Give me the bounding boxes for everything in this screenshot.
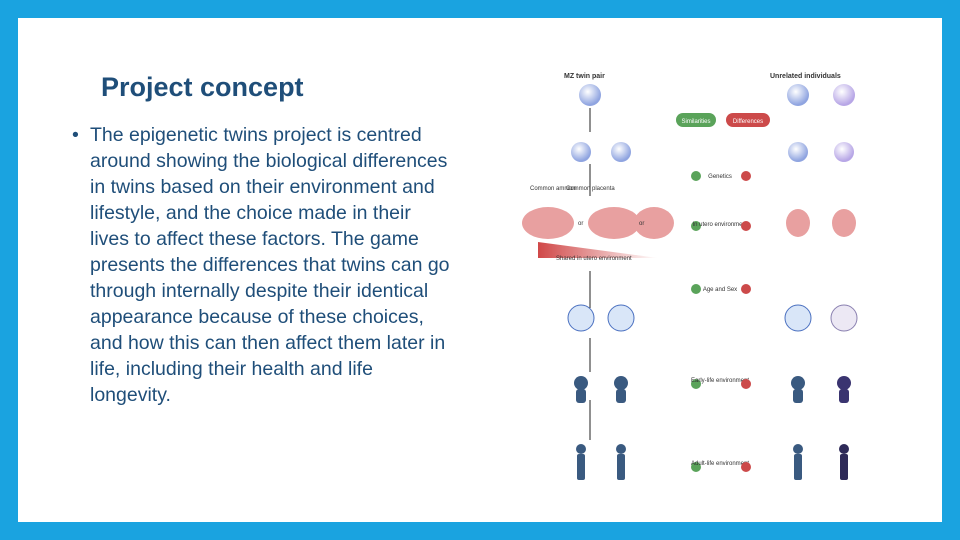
baby-twin-2 bbox=[607, 304, 635, 332]
differences-pill bbox=[726, 113, 770, 127]
genetics-similar-dot bbox=[691, 171, 701, 181]
or-label-1: or bbox=[578, 221, 583, 227]
bullet-paragraph: • The epigenetic twins project is centre… bbox=[72, 122, 452, 408]
adult-silhouettes bbox=[576, 444, 849, 480]
adult-life-different-dot bbox=[741, 462, 751, 472]
genetics-label: Genetics bbox=[708, 174, 732, 180]
child-silhouettes bbox=[574, 376, 851, 403]
zygote-cell bbox=[579, 84, 601, 106]
twins-diagram-figure: MZ twin pair Unrelated individuals Simil… bbox=[508, 46, 860, 494]
unrelated-cell-1 bbox=[787, 84, 809, 106]
embryo-shared-2 bbox=[588, 207, 640, 239]
unrelated-cell-3 bbox=[788, 142, 808, 162]
adult-life-label: Adult-life environment bbox=[691, 461, 749, 467]
similarities-label: Similarities bbox=[681, 119, 710, 125]
unrelated-embryo-1 bbox=[786, 209, 810, 237]
early-life-similar-dot bbox=[691, 379, 701, 389]
shared-environment-wedge bbox=[538, 242, 658, 258]
baby-twin-1 bbox=[567, 304, 595, 332]
baby-unrelated-1 bbox=[784, 304, 812, 332]
age-sex-similar-dot bbox=[691, 284, 701, 294]
early-life-label: Early-life environment bbox=[691, 378, 749, 384]
early-life-different-dot bbox=[741, 379, 751, 389]
embryo-shared-1 bbox=[522, 207, 574, 239]
or-label-2: or bbox=[639, 221, 644, 227]
common-amnion-label: Common amnion bbox=[530, 186, 576, 192]
shared-env-label: Shared in utero environment bbox=[556, 256, 632, 262]
unrelated-label: Unrelated individuals bbox=[770, 73, 841, 80]
bullet-text: The epigenetic twins project is centred … bbox=[90, 124, 450, 406]
slide-title: Project concept bbox=[101, 72, 304, 102]
age-sex-label: Age and Sex bbox=[703, 287, 737, 293]
differences-label: Differences bbox=[733, 119, 763, 125]
in-utero-label: In utero environment bbox=[692, 222, 747, 228]
twin-cell-1 bbox=[571, 142, 591, 162]
slide: Project concept • The epigenetic twins p… bbox=[18, 18, 942, 522]
unrelated-cell-4 bbox=[834, 142, 854, 162]
mz-twin-label: MZ twin pair bbox=[564, 73, 605, 80]
similarities-pill bbox=[676, 113, 716, 127]
baby-unrelated-2 bbox=[830, 304, 858, 332]
genetics-different-dot bbox=[741, 171, 751, 181]
age-sex-different-dot bbox=[741, 284, 751, 294]
in-utero-similar-dot bbox=[691, 221, 701, 231]
unrelated-embryo-2 bbox=[832, 209, 856, 237]
twin-cell-2 bbox=[611, 142, 631, 162]
embryo-separate bbox=[634, 207, 674, 239]
in-utero-different-dot bbox=[741, 221, 751, 231]
common-placenta-label: Common placenta bbox=[566, 186, 615, 192]
unrelated-cell-2 bbox=[833, 84, 855, 106]
bullet-dot: • bbox=[72, 124, 79, 146]
adult-life-similar-dot bbox=[691, 462, 701, 472]
twins-diagram: MZ twin pair Unrelated individuals Simil… bbox=[522, 73, 858, 480]
